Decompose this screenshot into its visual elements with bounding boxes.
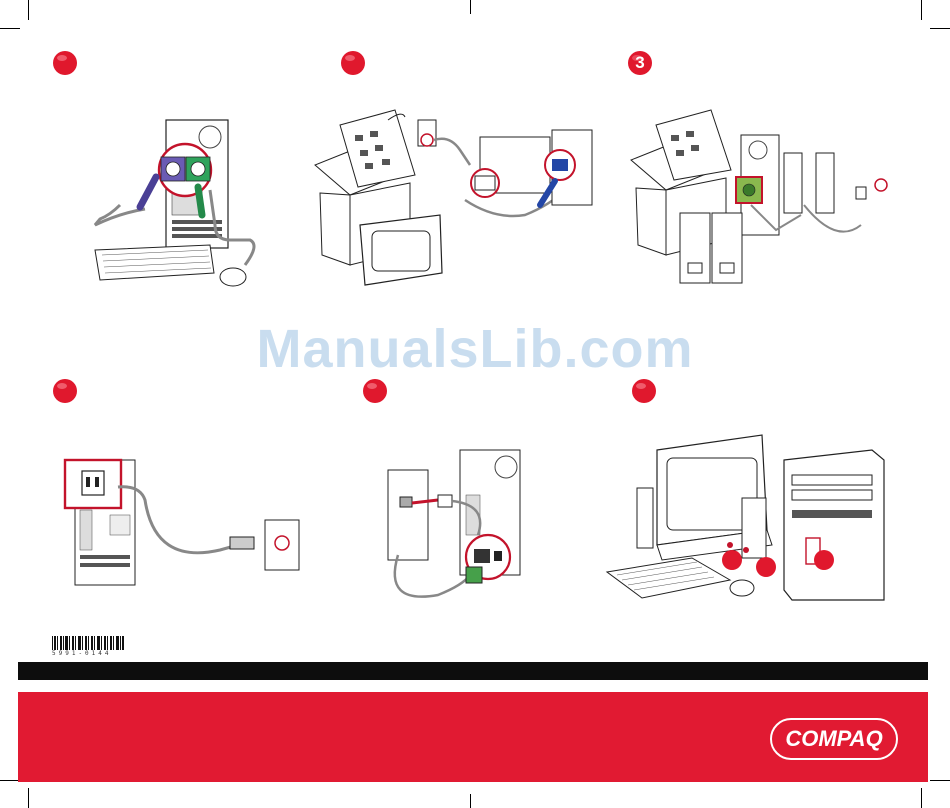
step-number xyxy=(631,378,657,404)
tower-front-icon xyxy=(784,450,884,600)
step-6-badge xyxy=(631,378,657,404)
phone-plug-icon xyxy=(438,495,452,507)
step-number: 3 xyxy=(627,50,653,76)
crop-mark xyxy=(921,0,922,20)
mouse-icon xyxy=(730,580,754,596)
crop-mark xyxy=(930,780,950,781)
crop-mark xyxy=(0,28,20,29)
computer-power-badge xyxy=(814,550,834,570)
speaker-icon xyxy=(637,488,653,548)
step-number xyxy=(362,378,388,404)
wall-jack-icon xyxy=(388,470,428,560)
modem-port-icon xyxy=(474,549,490,563)
crop-mark xyxy=(28,0,29,20)
speaker-icon xyxy=(816,153,834,213)
video-port-icon xyxy=(552,159,568,171)
modem-line-illustration xyxy=(378,445,528,610)
wall-outlet-icon xyxy=(875,179,887,191)
monitor-illustration xyxy=(310,105,610,290)
keyboard-mouse-illustration xyxy=(90,115,270,295)
step-number xyxy=(340,50,366,76)
computer-system-illustration xyxy=(602,420,892,605)
step-2-badge xyxy=(340,50,366,76)
monitor-power-badge xyxy=(722,550,742,570)
line-plug-icon xyxy=(466,567,482,583)
step-number xyxy=(52,50,78,76)
crop-mark xyxy=(921,788,922,808)
watermark: ManualsLib.com xyxy=(0,318,950,380)
barcode-icon xyxy=(52,636,124,650)
crop-mark xyxy=(28,788,29,808)
power-cord-illustration xyxy=(60,455,310,595)
footer-black-band xyxy=(18,662,928,680)
speaker-icon xyxy=(784,153,802,213)
power-adapter-icon xyxy=(856,187,866,199)
step-4-badge xyxy=(52,378,78,404)
compaq-logo: COMPAQ xyxy=(770,718,898,760)
step-1-badge xyxy=(52,50,78,76)
mouse-icon xyxy=(220,268,246,286)
power-plug-icon xyxy=(230,537,254,549)
keyboard-icon xyxy=(607,558,730,598)
step-number xyxy=(52,378,78,404)
crop-mark xyxy=(930,28,950,29)
crop-mark xyxy=(470,794,471,808)
step-5-badge xyxy=(362,378,388,404)
wall-outlet-icon xyxy=(421,134,433,146)
crop-mark xyxy=(0,780,20,781)
barcode-number: 5991-0144 xyxy=(52,650,124,657)
speakers-illustration xyxy=(626,105,896,285)
speaker-power-badge xyxy=(756,557,776,577)
crop-mark xyxy=(470,0,471,14)
step-3-badge: 3 xyxy=(627,50,653,76)
